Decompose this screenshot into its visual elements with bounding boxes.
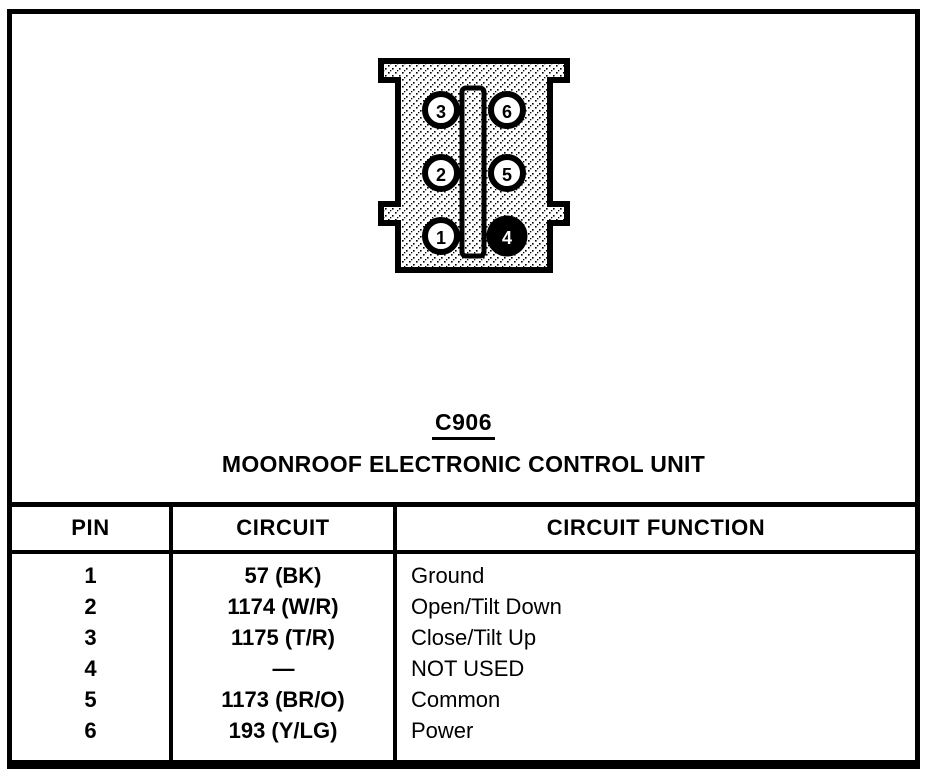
column-separator-2 xyxy=(393,502,397,764)
connector-key-slot xyxy=(459,85,487,259)
pin-label-1: 1 xyxy=(436,228,446,248)
connector-diagram: 3 6 2 5 1 4 xyxy=(374,58,574,278)
table-cell-circuit: 1173 (BR/O) xyxy=(221,687,345,712)
pin-label-2: 2 xyxy=(436,165,446,185)
table-cell-pin: 1 xyxy=(84,563,97,588)
table-cell-circuit: 57 (BK) xyxy=(244,563,322,588)
table-bottom-rule xyxy=(12,760,915,764)
table-cell-circuit: 193 (Y/LG) xyxy=(228,718,338,743)
column-header-circuit: CIRCUIT xyxy=(236,515,330,540)
table-cell-pin: 3 xyxy=(84,625,97,650)
column-header-pin: PIN xyxy=(71,515,110,540)
pin-label-6: 6 xyxy=(502,102,512,122)
table-cell-function: Close/Tilt Up xyxy=(411,625,537,650)
table-cell-function: Ground xyxy=(411,563,485,588)
pin-cavity-6: 6 xyxy=(488,91,526,129)
column-separator-1 xyxy=(169,502,173,764)
page-border xyxy=(7,9,920,769)
pin-cavity-4: 4 xyxy=(486,215,528,257)
table-cell-circuit: — xyxy=(272,656,295,681)
table-cell-pin: 5 xyxy=(84,687,97,712)
table-cell-function: Common xyxy=(411,687,501,712)
table-header-rule xyxy=(12,550,915,554)
pin-label-5: 5 xyxy=(502,165,512,185)
table-cell-circuit: 1175 (T/R) xyxy=(231,625,335,650)
pin-label-4: 4 xyxy=(502,228,512,248)
table-top-rule xyxy=(12,502,915,507)
pin-cavity-2: 2 xyxy=(422,154,460,192)
column-circuit: 57 (BK) 1174 (W/R) 1175 (T/R) — 1173 (BR… xyxy=(173,560,393,746)
table-cell-function: Power xyxy=(411,718,474,743)
table-cell-pin: 6 xyxy=(84,718,97,743)
pin-cavity-1: 1 xyxy=(422,217,460,255)
pin-table: PIN CIRCUIT CIRCUIT FUNCTION 1 2 3 4 5 6… xyxy=(12,502,915,764)
pin-cavity-5: 5 xyxy=(488,154,526,192)
table-cell-pin: 2 xyxy=(84,594,97,619)
column-header-function: CIRCUIT FUNCTION xyxy=(546,515,766,540)
table-cell-function: Open/Tilt Down xyxy=(411,594,562,619)
connector-name: MOONROOF ELECTRONIC CONTROL UNIT xyxy=(221,451,706,477)
caption: C906 MOONROOF ELECTRONIC CONTROL UNIT xyxy=(7,408,920,478)
pin-label-3: 3 xyxy=(436,102,446,122)
pin-cavity-3: 3 xyxy=(422,91,460,129)
column-pin: 1 2 3 4 5 6 xyxy=(12,560,169,746)
table-cell-function: NOT USED xyxy=(411,656,525,681)
table-cell-pin: 4 xyxy=(84,656,97,681)
connector-id: C906 xyxy=(432,408,495,440)
table-cell-circuit: 1174 (W/R) xyxy=(227,594,339,619)
column-function: Ground Open/Tilt Down Close/Tilt Up NOT … xyxy=(411,560,915,746)
